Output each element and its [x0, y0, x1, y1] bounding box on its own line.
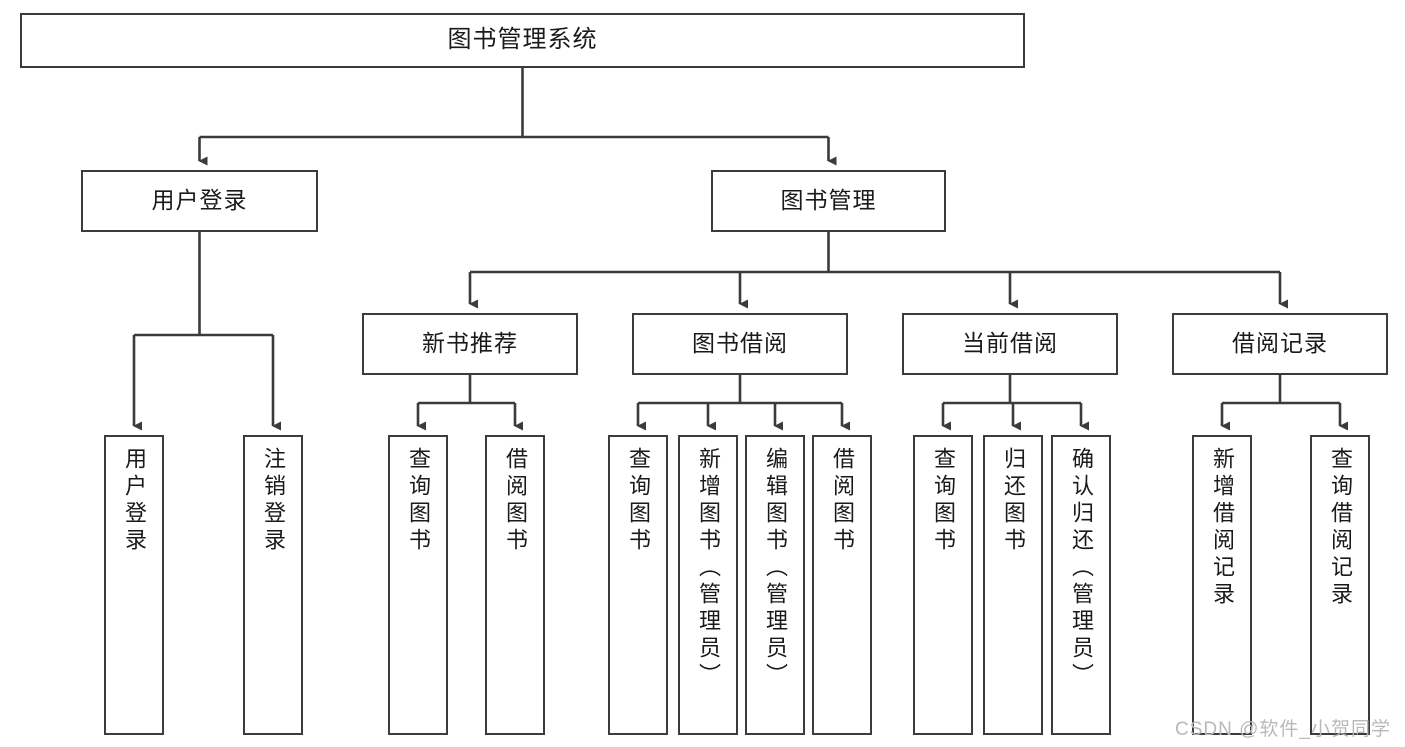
node-label: 借阅图书: [829, 447, 855, 555]
leaf-query-borrow-record[interactable]: 查询借阅记录: [1310, 435, 1370, 735]
node-book-borrow[interactable]: 图书借阅: [632, 313, 848, 375]
node-label: 新增图书（管理员）: [695, 447, 721, 690]
leaf-query-book-recommend[interactable]: 查询图书: [388, 435, 448, 735]
node-label: 借阅记录: [1232, 330, 1328, 357]
node-label: 借阅图书: [502, 447, 528, 555]
node-label: 图书借阅: [692, 330, 788, 357]
leaf-add-book-admin[interactable]: 新增图书（管理员）: [678, 435, 738, 735]
node-new-book-recommend[interactable]: 新书推荐: [362, 313, 578, 375]
leaf-user-login[interactable]: 用户登录: [104, 435, 164, 735]
node-label: 查询图书: [625, 447, 651, 555]
leaf-borrow-book-recommend[interactable]: 借阅图书: [485, 435, 545, 735]
node-book-management[interactable]: 图书管理: [711, 170, 946, 232]
leaf-query-book-current[interactable]: 查询图书: [913, 435, 973, 735]
node-current-borrow[interactable]: 当前借阅: [902, 313, 1118, 375]
node-label: 新增借阅记录: [1209, 447, 1235, 609]
leaf-edit-book-admin[interactable]: 编辑图书（管理员）: [745, 435, 805, 735]
node-label: 归还图书: [1000, 447, 1026, 555]
leaf-logout[interactable]: 注销登录: [243, 435, 303, 735]
node-label: 注销登录: [260, 447, 286, 555]
node-label: 新书推荐: [422, 330, 518, 357]
node-label: 查询图书: [930, 447, 956, 555]
leaf-confirm-return-admin[interactable]: 确认归还（管理员）: [1051, 435, 1111, 735]
node-user-login[interactable]: 用户登录: [81, 170, 318, 232]
node-label: 用户登录: [151, 187, 248, 214]
leaf-borrow-book[interactable]: 借阅图书: [812, 435, 872, 735]
node-label: 用户登录: [121, 447, 147, 555]
node-label: 图书管理系统: [447, 26, 598, 54]
watermark: CSDN @软件_小贺同学: [1175, 719, 1391, 740]
leaf-query-book-borrow[interactable]: 查询图书: [608, 435, 668, 735]
node-label: 确认归还（管理员）: [1068, 447, 1094, 690]
leaf-return-book[interactable]: 归还图书: [983, 435, 1043, 735]
node-label: 图书管理: [780, 187, 877, 214]
node-label: 查询借阅记录: [1327, 447, 1353, 609]
node-borrow-record[interactable]: 借阅记录: [1172, 313, 1388, 375]
node-root[interactable]: 图书管理系统: [20, 13, 1025, 68]
node-label: 编辑图书（管理员）: [762, 447, 788, 690]
node-label: 当前借阅: [962, 330, 1058, 357]
leaf-add-borrow-record[interactable]: 新增借阅记录: [1192, 435, 1252, 735]
node-label: 查询图书: [405, 447, 431, 555]
